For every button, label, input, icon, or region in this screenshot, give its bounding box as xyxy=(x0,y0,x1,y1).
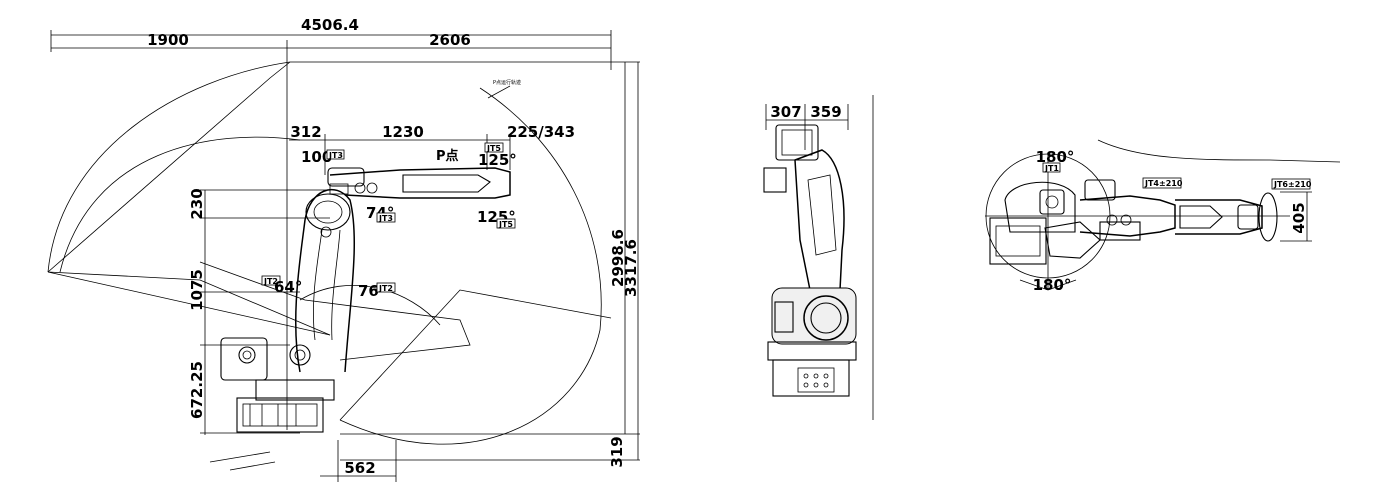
front-left-dim: 307 xyxy=(770,103,801,121)
dim-total-reach: 4506.4 xyxy=(50,16,612,70)
top-view: 180° JT1 180° JT4±210 JT6±210 405 xyxy=(985,139,1341,294)
top-405-dim: 405 xyxy=(1290,202,1308,233)
front-dim-label: 2606 xyxy=(429,31,471,49)
jt1-bottom-angle: 180° xyxy=(1033,276,1072,294)
total-reach-label: 4506.4 xyxy=(301,16,359,34)
front-right-dim: 359 xyxy=(810,103,841,121)
height-1075-label: 1075 xyxy=(188,269,206,311)
side-view: 4506.4 1900 2606 P点运行轨迹 xyxy=(47,16,640,482)
jt3-tag-a: JT3 xyxy=(328,151,343,160)
jt6-tag: JT6±210 xyxy=(1273,180,1312,189)
dim-rear-front: 1900 2606 xyxy=(51,31,611,430)
base-319-label: 319 xyxy=(608,436,626,467)
top-envelope xyxy=(985,139,1341,291)
p-path-label: P点运行轨迹 xyxy=(493,79,521,86)
dim-base-562: 562 xyxy=(320,440,397,482)
robot-side-body xyxy=(220,167,511,433)
height-230-label: 230 xyxy=(188,188,206,219)
jt2-left-angle: 64° xyxy=(274,278,302,296)
jt4-tag: JT4±210 xyxy=(1144,179,1183,188)
base-562-label: 562 xyxy=(344,459,375,477)
dim-arm: 312 1230 225/343 xyxy=(289,123,575,175)
height-3317-label: 3317.6 xyxy=(622,239,640,297)
jt2-tag-a: JT2 xyxy=(263,277,278,286)
height-672-label: 672.25 xyxy=(188,361,206,419)
front-dims: 307 359 xyxy=(765,95,874,420)
rear-dim-label: 1900 xyxy=(147,31,189,49)
jt5-tag-b: JT5 xyxy=(498,220,513,229)
wrist-225-343-label: 225/343 xyxy=(507,123,575,141)
jt1-top-angle: 180° xyxy=(1036,148,1075,166)
front-view: 307 359 xyxy=(763,95,874,420)
jt5-tag-a: JT5 xyxy=(486,144,501,153)
top-labels: 180° JT1 180° JT4±210 JT6±210 405 xyxy=(1033,148,1312,294)
robot-front-body xyxy=(763,124,857,397)
workspace-envelope xyxy=(47,61,612,471)
offset-312-label: 312 xyxy=(290,123,321,141)
jt2-tag-b: JT2 xyxy=(378,284,393,293)
joint-labels: 100° JT3 P点 JT5 125° 125° JT5 74° JT3 JT… xyxy=(261,142,517,300)
arm-1230-label: 1230 xyxy=(382,123,424,141)
dim-heights-right: 2998.6 3317.6 319 xyxy=(340,61,640,468)
dim-heights-left: 230 1075 672.25 xyxy=(188,188,330,435)
jt1-tag: JT1 xyxy=(1044,164,1059,173)
robot-top-body xyxy=(989,179,1278,265)
p-point-label: P点 xyxy=(436,148,459,164)
height-2998-label: 2998.6 xyxy=(609,229,627,287)
jt5-up-angle: 125° xyxy=(478,151,517,169)
jt3-tag-b: JT3 xyxy=(378,214,393,223)
